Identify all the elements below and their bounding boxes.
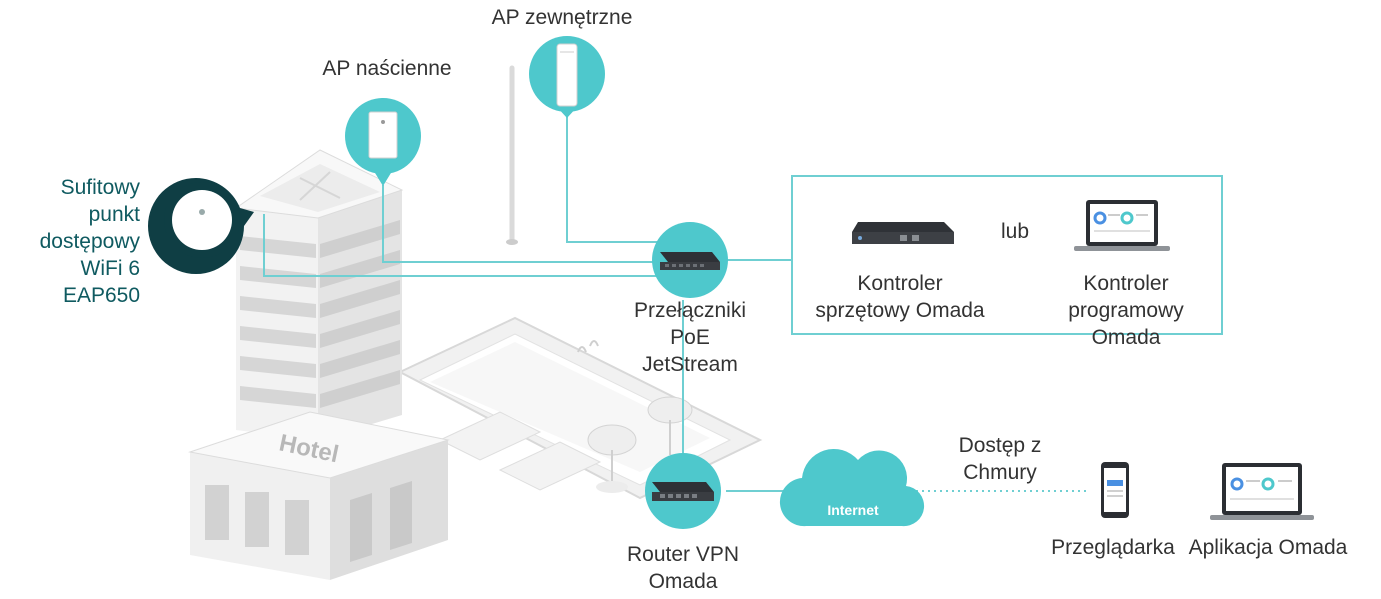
smartphone-icon [1101, 462, 1129, 518]
switch-icon [652, 222, 728, 298]
switch-label: Przełączniki PoE JetStream [633, 299, 747, 376]
laptop-icon [1074, 200, 1170, 251]
cloud-access-label: Dostęp z Chmury [958, 434, 1042, 484]
omada-app-label: Aplikacja Omada [1188, 536, 1348, 559]
link-wall-ap-switch [382, 185, 660, 263]
hardware-controller-icon [852, 222, 954, 244]
laptop-icon [1210, 463, 1314, 520]
ceiling-ap-label: Sufitowy punkt dostępowy WiFi 6 EAP650 [39, 176, 140, 307]
hotel-building: Hotel [188, 149, 450, 580]
browser-label: Przeglądarka [1051, 536, 1175, 559]
router-icon [645, 453, 721, 529]
umbrella-icon [647, 396, 693, 455]
ceiling-ap-icon [148, 178, 254, 274]
controllers-box [791, 175, 1223, 335]
pool-area [397, 316, 763, 500]
outdoor-pole [506, 65, 518, 245]
link-outdoor-ap-switch [566, 115, 660, 243]
wall-ap-icon [345, 98, 421, 186]
umbrella-icon [587, 424, 637, 493]
cloud-icon: Internet [779, 449, 925, 527]
outdoor-ap-label: AP zewnętrzne [491, 6, 633, 29]
controller-separator: lub [1000, 220, 1030, 243]
outdoor-ap-icon [529, 36, 605, 118]
link-ceiling-ap-switch [263, 214, 660, 277]
wall-ap-label: AP naścienne [322, 57, 452, 80]
cloud-label: Internet [827, 502, 879, 518]
router-label: Router VPN Omada [626, 543, 740, 593]
software-controller-label: Kontroler programowy Omada [1068, 272, 1184, 349]
hardware-controller-label: Kontroler sprzętowy Omada [815, 272, 985, 322]
